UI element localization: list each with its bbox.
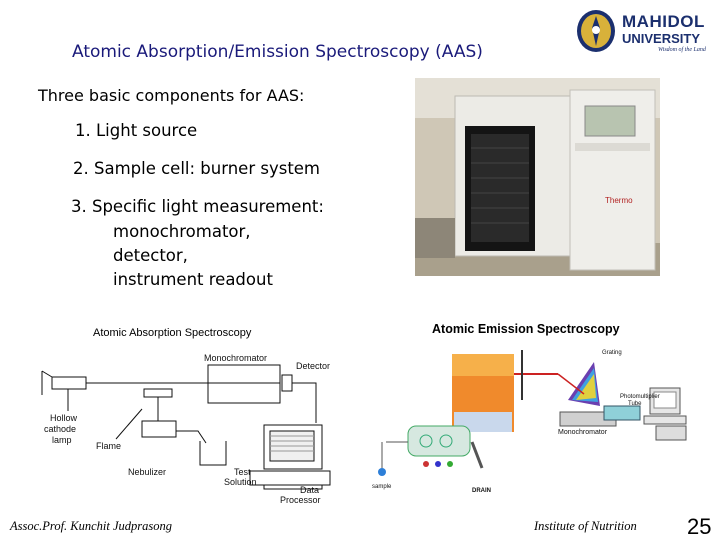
- label-tube: Tube: [628, 401, 642, 407]
- list-item: 3. Specific light measurement:: [71, 197, 324, 216]
- logo-tagline: Wisdom of the Land: [658, 47, 706, 53]
- label-test: Test: [234, 467, 251, 477]
- label-monochromator: Monochromator: [204, 353, 268, 363]
- footer-author: Assoc.Prof. Kunchit Judprasong: [10, 519, 173, 533]
- label-nebulizer: Nebulizer: [128, 467, 167, 477]
- label-processor: Processor: [280, 495, 321, 505]
- page-number: 25: [687, 514, 712, 539]
- label-solution: Solution: [224, 477, 257, 487]
- label-sample: sample: [372, 484, 392, 490]
- mahidol-logo: [572, 8, 620, 54]
- emission-caption: Atomic Emission Spectroscopy: [432, 322, 620, 336]
- absorption-caption: Atomic Absorption Spectroscopy: [93, 327, 252, 339]
- mahidol-seal-icon: [577, 10, 615, 52]
- sub-item: monochromator,: [113, 222, 251, 241]
- footer-institute: Institute of Nutrition: [534, 519, 637, 533]
- label-data: Data: [300, 485, 320, 495]
- label-monochromator: Monochromator: [558, 429, 608, 436]
- slide-title: Atomic Absorption/Emission Spectroscopy …: [72, 42, 483, 62]
- absorption-diagram: Monochromator Detector Hollow cathode la…: [38, 345, 338, 505]
- label-cathode: cathode: [44, 424, 77, 434]
- instrument-photo: Thermo: [415, 78, 660, 276]
- list-item: 2. Sample cell: burner system: [73, 159, 321, 178]
- label-lamp: lamp: [52, 435, 72, 445]
- label-detector: Detector: [296, 361, 331, 371]
- sub-item: detector,: [113, 246, 188, 265]
- emission-diagram: Grating Photomultiplier Tube Monochromat…: [372, 342, 692, 502]
- label-drain: DRAIN: [472, 488, 491, 494]
- label-grating: Grating: [602, 350, 622, 356]
- list-item: 1. Light source: [75, 121, 198, 140]
- sub-item: instrument readout: [113, 270, 273, 289]
- thermo-brand: Thermo: [605, 196, 633, 205]
- label-photomultiplier: Photomultiplier: [620, 394, 660, 400]
- label-hollow: Hollow: [50, 413, 78, 423]
- logo-name: MAHIDOL: [622, 12, 705, 31]
- logo-line2: UNIVERSITY: [622, 31, 701, 46]
- label-flame: Flame: [96, 441, 122, 451]
- components-heading: Three basic components for AAS:: [38, 86, 305, 105]
